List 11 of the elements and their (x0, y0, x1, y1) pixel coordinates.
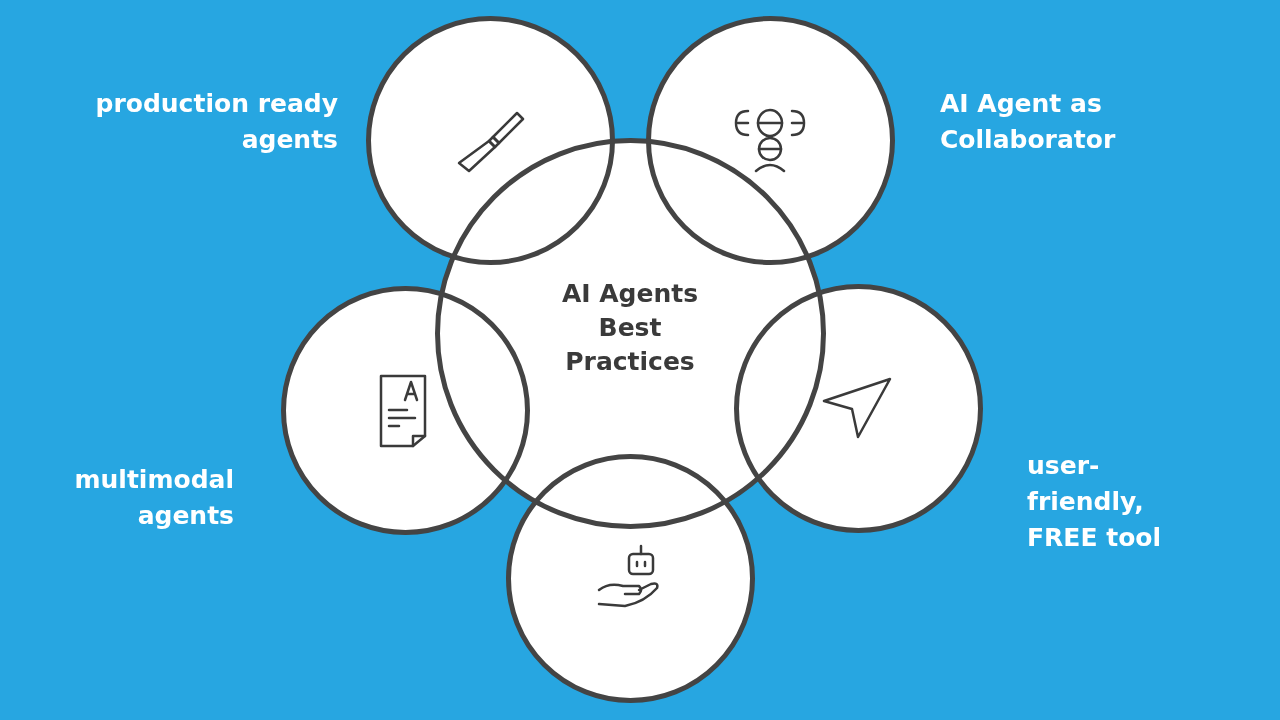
icon-circle (280, 285, 530, 535)
icon-circle (733, 283, 983, 533)
topic-title: AI Agents Best Practices (560, 278, 700, 378)
icon-circle (645, 15, 895, 265)
topic-label: user-friendly, FREE tool (1027, 450, 1163, 554)
topic-label: multimodal agents (73, 464, 234, 532)
topic-label: AI Agent as Collaborator (940, 88, 1117, 156)
icon-circle (365, 15, 615, 265)
icon-circle (505, 453, 755, 703)
topic-label: production ready agents (94, 88, 338, 156)
topic-circle (434, 137, 826, 529)
